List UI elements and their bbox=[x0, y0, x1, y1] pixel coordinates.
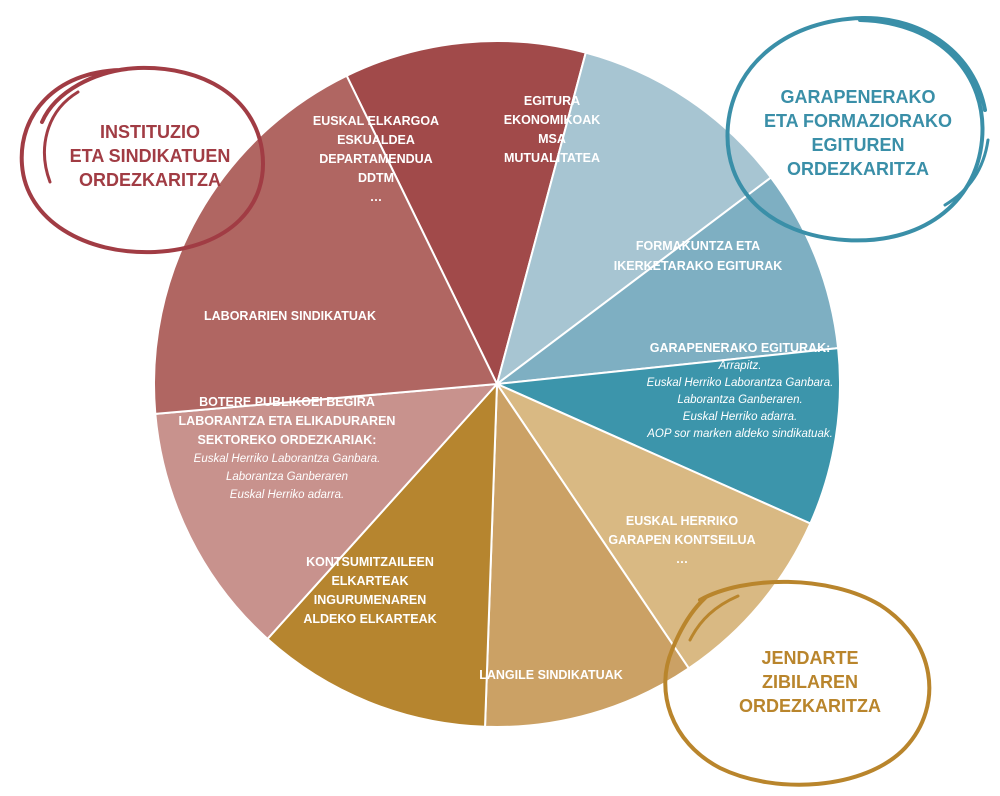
segment-item: Euskal Herriko adarra. bbox=[230, 489, 344, 501]
segment-label-training-research: FORMAKUNTZA ETA IKERKETARAKO EGITURAK bbox=[614, 239, 783, 273]
segment-label-economic-structures: EGITURA EKONOMIKOAK MSA MUTUALITATEA bbox=[504, 94, 601, 165]
wedge-economic-structures bbox=[495, 51, 773, 387]
segment-title: GARAPENERAKO EGITURAK: bbox=[650, 341, 831, 355]
segment-line: DDTM bbox=[358, 171, 394, 185]
segment-line: DEPARTAMENDUA bbox=[319, 152, 432, 166]
callout-line: INSTITUZIO bbox=[100, 122, 200, 142]
segment-item: Arrapitz. bbox=[718, 360, 762, 372]
segment-label-development-council: EUSKAL HERRIKO GARAPEN KONTSEILUA … bbox=[608, 514, 755, 566]
segment-label-development-structures: GARAPENERAKO EGITURAK: Arrapitz. Euskal … bbox=[646, 341, 833, 440]
segment-line: EUSKAL HERRIKO bbox=[626, 514, 739, 528]
callout-ring-inner-institutional bbox=[43, 90, 80, 184]
segment-line: IKERKETARAKO EGITURAK bbox=[614, 259, 783, 273]
segment-line: MUTUALITATEA bbox=[504, 151, 600, 165]
segment-label-consumer-associations: KONTSUMITZAILEEN ELKARTEAK INGURUMENAREN… bbox=[303, 555, 436, 626]
callout-ring-institutional bbox=[19, 65, 265, 255]
callout-line: ETA SINDIKATUEN bbox=[70, 146, 231, 166]
segment-line: EGITURA bbox=[524, 94, 580, 108]
callout-line: ORDEZKARITZA bbox=[787, 159, 929, 179]
segment-line: LABORARIEN SINDIKATUAK bbox=[204, 309, 376, 323]
segment-line: LANGILE SINDIKATUAK bbox=[479, 668, 623, 682]
segment-line: KONTSUMITZAILEEN bbox=[306, 555, 434, 569]
pie-wedges bbox=[153, 40, 841, 728]
segment-title: BOTERE PUBLIKOEI BEGIRA bbox=[199, 395, 375, 409]
segment-line: ELKARTEAK bbox=[331, 574, 408, 588]
segment-line: EUSKAL ELKARGOA bbox=[313, 114, 439, 128]
segment-item: Euskal Herriko Laborantza Ganbara. bbox=[647, 377, 834, 389]
segment-title: LABORANTZA ETA ELIKADURAREN bbox=[179, 414, 396, 428]
callout-institutional: INSTITUZIO ETA SINDIKATUEN ORDEZKARITZA bbox=[19, 65, 265, 255]
segment-title: SEKTOREKO ORDEZKARIAK: bbox=[198, 433, 377, 447]
segment-line: EKONOMIKOAK bbox=[504, 113, 601, 127]
segment-line: ESKUALDEA bbox=[337, 133, 415, 147]
segment-line: MSA bbox=[538, 132, 566, 146]
segment-item: Laborantza Ganberaren bbox=[226, 471, 348, 483]
segment-item: Laborantza Ganberaren. bbox=[677, 394, 802, 406]
callout-civil-society: JENDARTE ZIBILAREN ORDEZKARITZA bbox=[663, 579, 932, 787]
wedge-workers-unions bbox=[483, 380, 691, 728]
callout-line: ZIBILAREN bbox=[762, 672, 858, 692]
callout-line: ORDEZKARITZA bbox=[79, 170, 221, 190]
segment-line: FORMAKUNTZA ETA bbox=[636, 239, 760, 253]
callout-line: ORDEZKARITZA bbox=[739, 696, 881, 716]
segment-line: GARAPEN KONTSEILUA bbox=[608, 533, 755, 547]
segment-label-sector-representatives: BOTERE PUBLIKOEI BEGIRA LABORANTZA ETA E… bbox=[179, 395, 396, 501]
callout-ring-development bbox=[725, 15, 987, 243]
wedge-farmers-unions bbox=[153, 74, 499, 415]
wedge-development-structures bbox=[493, 347, 841, 525]
segment-label-institutional-bodies: EUSKAL ELKARGOA ESKUALDEA DEPARTAMENDUA … bbox=[313, 114, 439, 204]
wedge-consumer-associations bbox=[266, 381, 499, 728]
segment-label-farmers-unions: LABORARIEN SINDIKATUAK bbox=[204, 309, 376, 323]
callout-ring-civil-society bbox=[663, 579, 932, 787]
segment-item: Euskal Herriko adarra. bbox=[683, 411, 797, 423]
segment-line: … bbox=[676, 552, 689, 566]
callout-ring-inner-development bbox=[943, 138, 990, 207]
wedge-sector-representatives bbox=[154, 382, 500, 641]
segment-label-workers-unions: LANGILE SINDIKATUAK bbox=[479, 668, 623, 682]
segment-item: AOP sor marken aldeko sindikatuak. bbox=[646, 428, 833, 440]
callout-development: GARAPENERAKO ETA FORMAZIORAKO EGITUREN O… bbox=[725, 15, 990, 243]
segment-line: INGURUMENAREN bbox=[314, 593, 427, 607]
callout-line: ETA FORMAZIORAKO bbox=[764, 111, 952, 131]
callout-line: EGITUREN bbox=[811, 135, 904, 155]
segment-line: … bbox=[370, 190, 383, 204]
segment-item: Euskal Herriko Laborantza Ganbara. bbox=[194, 453, 381, 465]
callout-ring-inner-civil-society bbox=[688, 594, 740, 642]
segment-line: ALDEKO ELKARTEAK bbox=[303, 612, 436, 626]
callout-line: JENDARTE bbox=[761, 648, 858, 668]
callout-line: GARAPENERAKO bbox=[780, 87, 935, 107]
wedge-training-research bbox=[493, 176, 840, 386]
wedge-institutional-bodies bbox=[345, 40, 587, 387]
